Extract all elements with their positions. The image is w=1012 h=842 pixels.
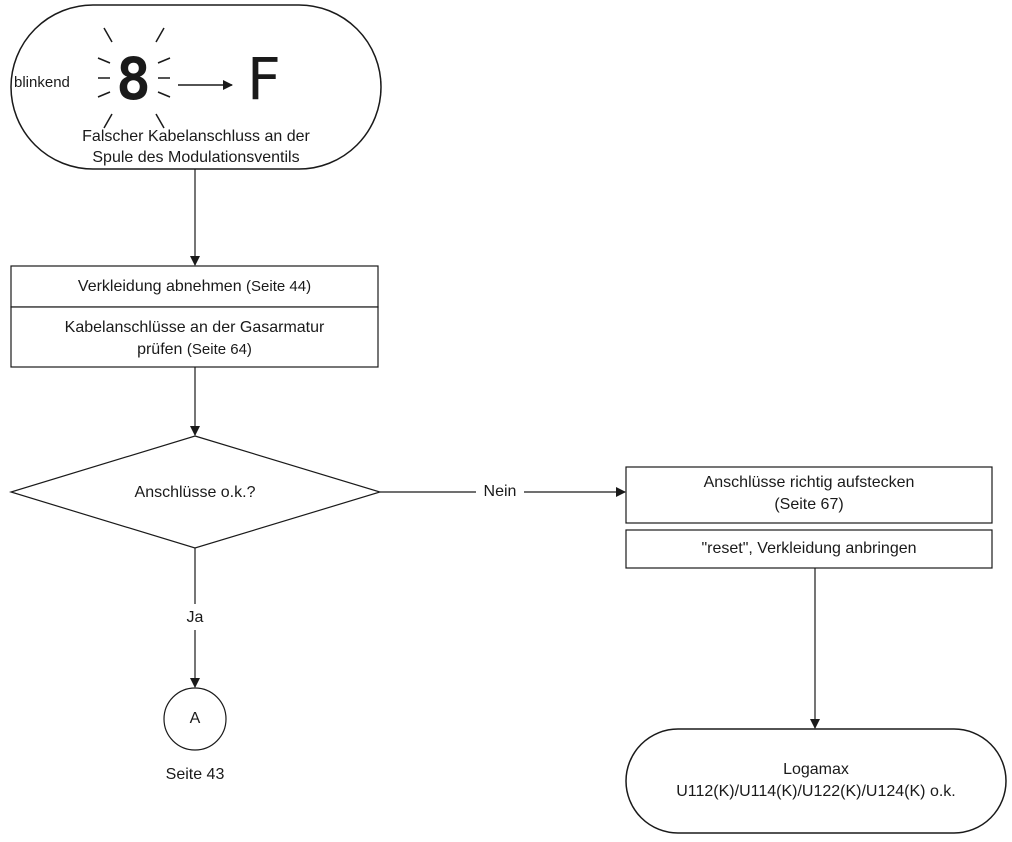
display-digit-to: F — [246, 45, 281, 113]
step1-line1-text: Verkleidung abnehmen — [77, 278, 242, 295]
end-terminator — [625, 728, 1007, 834]
fix-line2: "reset", Verkleidung anbringen — [701, 540, 917, 557]
fix-box-bottom — [625, 529, 993, 569]
start-terminator — [10, 4, 382, 170]
display-digit-from: 8 — [116, 45, 151, 113]
step1-box-top — [10, 265, 379, 308]
step1-box-bottom — [10, 306, 379, 368]
decision-yes-label: Ja — [186, 609, 204, 626]
end-line1: Logamax — [783, 761, 849, 778]
fix-line1: Anschlüsse richtig aufstecken — [703, 474, 915, 491]
start-message-line2: Spule des Modulationsventils — [92, 149, 300, 166]
step1-line1-ref: (Seite 44) — [246, 278, 312, 295]
step1-line2-ref: (Seite 64) — [186, 341, 252, 358]
step1-line2b: prüfen (Seite 64) — [11, 340, 378, 360]
step1-line2a: Kabelanschlüsse an der Gasarmatur — [64, 319, 325, 336]
decision-no-label: Nein — [483, 483, 517, 500]
decision-question: Anschlüsse o.k.? — [134, 484, 256, 501]
blink-indicator-label: blinkend — [14, 74, 70, 91]
connector-caption: Seite 43 — [165, 766, 225, 783]
fix-line1-ref: (Seite 67) — [774, 496, 844, 513]
step1-line1: Verkleidung abnehmen (Seite 44) — [11, 277, 378, 297]
blink-rays — [97, 27, 171, 129]
connector-circle — [163, 687, 227, 751]
start-message-line1: Falscher Kabelanschluss an der — [82, 128, 310, 145]
end-line2: U112(K)/U114(K)/U122(K)/U124(K) o.k. — [676, 783, 956, 800]
connector-letter: A — [189, 710, 201, 727]
step1-line2b-text: prüfen — [137, 341, 183, 358]
fix-box-top — [625, 466, 993, 524]
